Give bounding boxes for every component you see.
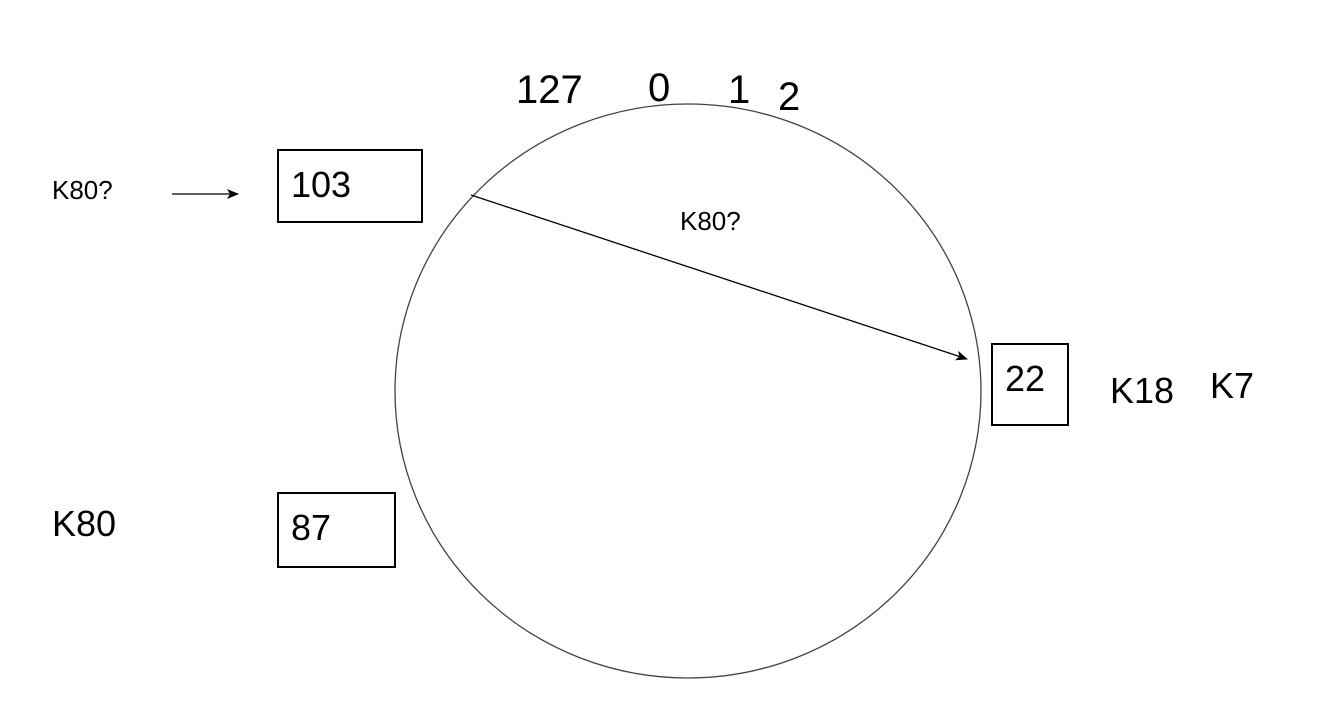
node-87-box: 87 [277, 492, 396, 568]
forward-query-arrow [470, 194, 968, 361]
hash-ring [394, 103, 982, 679]
key-k18-label: K18 [1110, 370, 1175, 411]
ring-position-2: 2 [778, 75, 801, 119]
node-22-label: 22 [1005, 358, 1046, 399]
ring-position-127: 127 [516, 68, 583, 112]
key-k80-label: K80 [52, 503, 117, 544]
ring-position-1: 1 [728, 68, 751, 112]
node-87-label: 87 [291, 507, 332, 548]
key-k7-label: K7 [1210, 365, 1255, 406]
incoming-query-label: K80? [52, 175, 113, 205]
node-103-label: 103 [291, 164, 352, 205]
node-103-box: 103 [277, 149, 423, 223]
ring-position-0: 0 [648, 66, 671, 110]
node-22-box: 22 [991, 343, 1069, 426]
forward-query-label: K80? [680, 206, 741, 236]
